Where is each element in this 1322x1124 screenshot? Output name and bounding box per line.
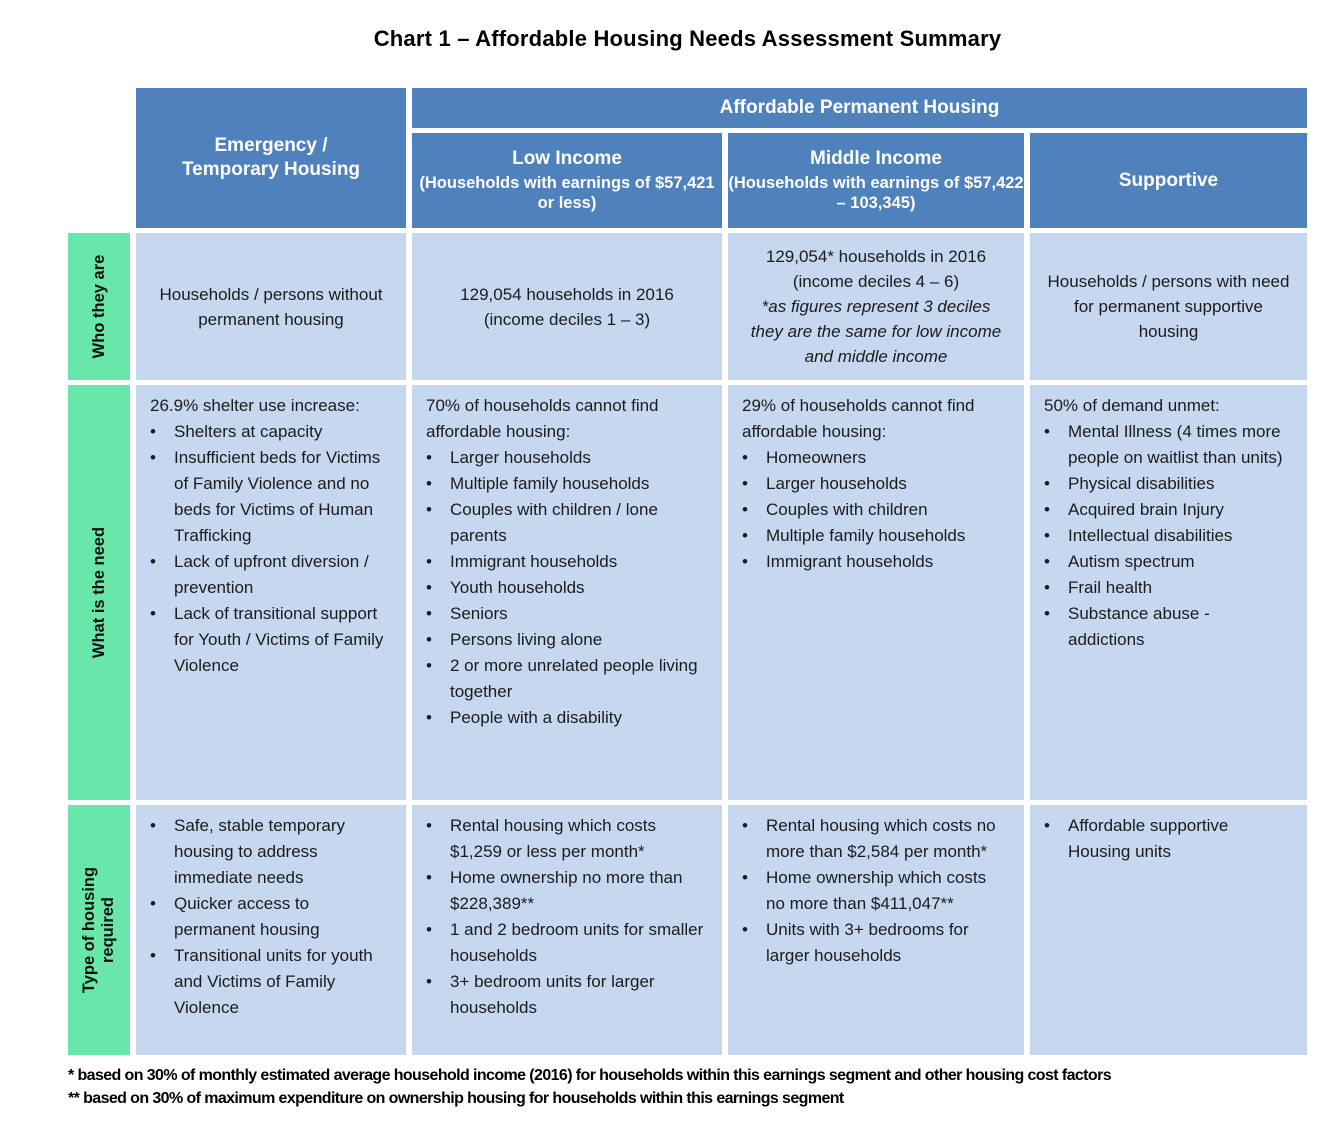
row-label-what-is-the-need: What is the need	[68, 385, 130, 800]
bullet-item: Larger households	[728, 471, 1014, 497]
cell-type-middle-income: Rental housing which costs no more than …	[728, 805, 1024, 1055]
bullet-item: Home ownership which costs no more than …	[728, 865, 1014, 917]
row-label-who-they-are: Who they are	[68, 233, 130, 380]
col-group-header-label: Affordable Permanent Housing	[719, 97, 1000, 119]
bullet-item: Rental housing which costs no more than …	[728, 813, 1014, 865]
cell-type-emergency-list: Safe, stable temporary housing to addres…	[136, 813, 396, 1021]
cell-type-supportive: Affordable supportive Housing units	[1030, 805, 1307, 1055]
bullet-item: Immigrant households	[728, 549, 1014, 575]
cell-need-low-income-list: Larger householdsMultiple family househo…	[412, 445, 712, 731]
bullet-item: Shelters at capacity	[136, 419, 396, 445]
bullet-item: Transitional units for youth and Victims…	[136, 943, 396, 1021]
bullet-item: Immigrant households	[412, 549, 712, 575]
cell-type-low-income-list: Rental housing which costs $1,259 or les…	[412, 813, 712, 1021]
bullet-item: 1 and 2 bedroom units for smaller househ…	[412, 917, 712, 969]
bullet-item: Couples with children / lone parents	[412, 497, 712, 549]
bullet-item: Acquired brain Injury	[1030, 497, 1297, 523]
row-label-who-they-are-text: Who they are	[89, 254, 108, 359]
bullet-item: Safe, stable temporary housing to addres…	[136, 813, 396, 891]
footnotes: * based on 30% of monthly estimated aver…	[68, 1064, 1318, 1110]
cell-type-low-income: Rental housing which costs $1,259 or les…	[412, 805, 722, 1055]
bullet-item: People with a disability	[412, 705, 712, 731]
bullet-item: 3+ bedroom units for larger households	[412, 969, 712, 1021]
cell-who-middle-income: 129,054* households in 2016 (income deci…	[728, 233, 1024, 380]
cell-type-middle-income-list: Rental housing which costs no more than …	[728, 813, 1014, 969]
bullet-item: Autism spectrum	[1030, 549, 1297, 575]
bullet-item: Larger households	[412, 445, 712, 471]
cell-need-middle-income-list: HomeownersLarger householdsCouples with …	[728, 445, 1014, 575]
cell-need-supportive: 50% of demand unmet: Mental Illness (4 t…	[1030, 385, 1307, 800]
bullet-item: Mental Illness (4 times more people on w…	[1030, 419, 1297, 471]
bullet-item: Frail health	[1030, 575, 1297, 601]
col-header-low-income-title: Low Income	[512, 148, 622, 169]
bullet-item: Multiple family households	[412, 471, 712, 497]
bullet-item: Lack of upfront diversion / prevention	[136, 549, 396, 601]
cell-who-supportive: Households / persons with need for perma…	[1030, 233, 1307, 380]
bullet-item: Intellectual disabilities	[1030, 523, 1297, 549]
cell-need-emergency: 26.9% shelter use increase: Shelters at …	[136, 385, 406, 800]
cell-who-low-income-text: 129,054 households in 2016 (income decil…	[460, 284, 674, 329]
bullet-item: Rental housing which costs $1,259 or les…	[412, 813, 712, 865]
bullet-item: Quicker access to permanent housing	[136, 891, 396, 943]
cell-need-emergency-list: Shelters at capacityInsufficient beds fo…	[136, 419, 396, 679]
cell-type-supportive-list: Affordable supportive Housing units	[1030, 813, 1297, 865]
col-group-header-affordable-permanent: Affordable Permanent Housing	[412, 88, 1307, 128]
bullet-item: Substance abuse - addictions	[1030, 601, 1297, 653]
bullet-item: Physical disabilities	[1030, 471, 1297, 497]
row-label-type-of-housing: Type of housing required	[68, 805, 130, 1055]
col-header-low-income: Low Income (Households with earnings of …	[412, 133, 722, 228]
cell-need-middle-income: 29% of households cannot find affordable…	[728, 385, 1024, 800]
bullet-item: 2 or more unrelated people living togeth…	[412, 653, 712, 705]
bullet-item: Seniors	[412, 601, 712, 627]
bullet-item: Homeowners	[728, 445, 1014, 471]
cell-type-emergency: Safe, stable temporary housing to addres…	[136, 805, 406, 1055]
footnote-1: * based on 30% of monthly estimated aver…	[68, 1067, 1112, 1084]
cell-who-middle-income-text: 129,054* households in 2016 (income deci…	[765, 247, 987, 291]
bullet-item: Youth households	[412, 575, 712, 601]
bullet-item: Home ownership no more than $228,389**	[412, 865, 712, 917]
col-header-supportive: Supportive	[1030, 133, 1307, 228]
col-header-middle-income-title: Middle Income	[810, 148, 942, 169]
cell-need-middle-income-intro: 29% of households cannot find affordable…	[742, 396, 975, 441]
cell-need-low-income-intro: 70% of households cannot find affordable…	[426, 396, 659, 441]
cell-who-middle-income-note: *as figures represent 3 deciles they are…	[750, 297, 1002, 366]
housing-needs-table: Emergency / Temporary Housing Affordable…	[68, 88, 1307, 1055]
col-header-middle-income: Middle Income (Households with earnings …	[728, 133, 1024, 228]
bullet-item: Affordable supportive Housing units	[1030, 813, 1297, 865]
footnote-2: ** based on 30% of maximum expenditure o…	[68, 1090, 844, 1107]
col-header-emergency-label: Emergency / Temporary Housing	[181, 135, 361, 180]
col-header-supportive-label: Supportive	[1118, 169, 1219, 191]
row-label-type-of-housing-text: Type of housing required	[80, 866, 117, 994]
cell-who-supportive-text: Households / persons with need for perma…	[1047, 272, 1290, 341]
col-header-emergency: Emergency / Temporary Housing	[136, 88, 406, 228]
row-label-what-is-the-need-text: What is the need	[89, 526, 108, 659]
bullet-item: Lack of transitional support for Youth /…	[136, 601, 396, 679]
bullet-item: Insufficient beds for Victims of Family …	[136, 445, 396, 549]
bullet-item: Multiple family households	[728, 523, 1014, 549]
cell-need-emergency-intro: 26.9% shelter use increase:	[150, 396, 360, 415]
cell-who-emergency-text: Households / persons without permanent h…	[159, 284, 383, 329]
cell-who-low-income: 129,054 households in 2016 (income decil…	[412, 233, 722, 380]
cell-need-supportive-list: Mental Illness (4 times more people on w…	[1030, 419, 1297, 653]
bullet-item: Couples with children	[728, 497, 1014, 523]
page-title: Chart 1 – Affordable Housing Needs Asses…	[373, 26, 1002, 51]
bullet-item: Units with 3+ bedrooms for larger househ…	[728, 917, 1014, 969]
cell-need-supportive-intro: 50% of demand unmet:	[1044, 396, 1220, 415]
col-header-low-income-subtitle: (Households with earnings of $57,421 or …	[419, 173, 715, 213]
bullet-item: Persons living alone	[412, 627, 712, 653]
cell-need-low-income: 70% of households cannot find affordable…	[412, 385, 722, 800]
col-header-middle-income-subtitle: (Households with earnings of $57,422 – 1…	[728, 173, 1024, 213]
cell-who-emergency: Households / persons without permanent h…	[136, 233, 406, 380]
